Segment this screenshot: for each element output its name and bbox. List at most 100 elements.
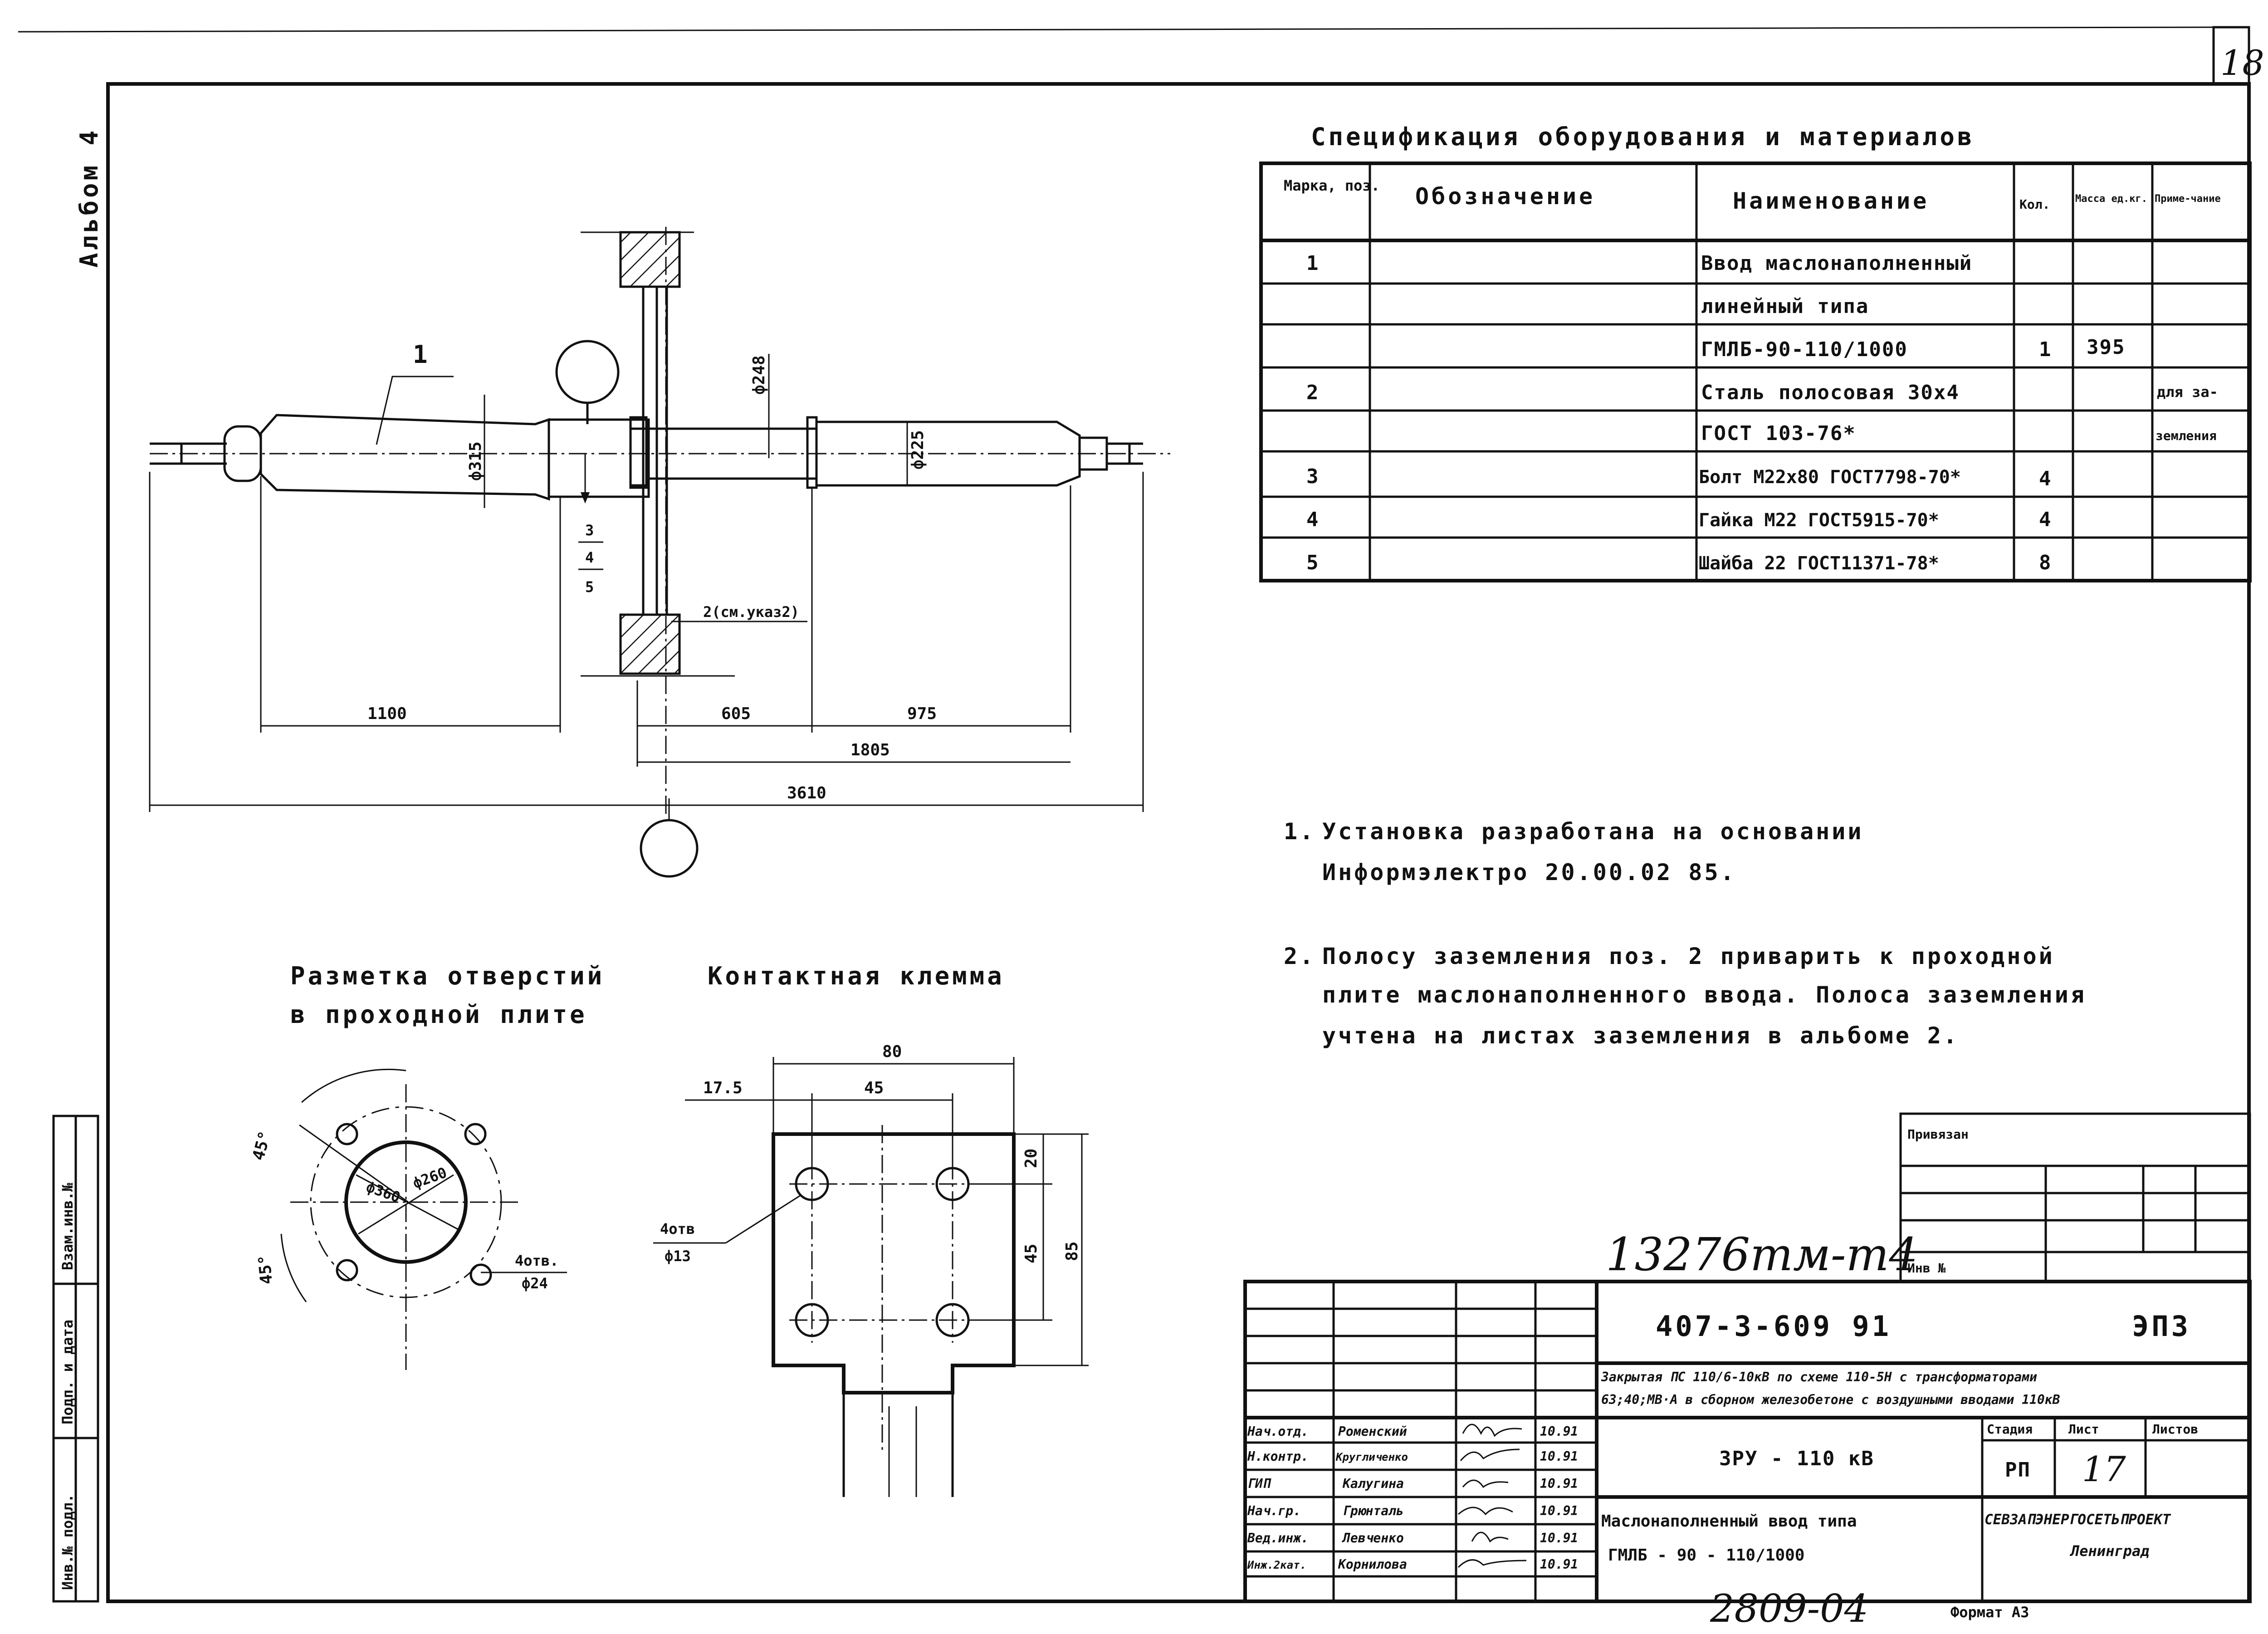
hdr-primechanie: Приме-чание [2155,193,2221,205]
note2-line3: учтена на листах заземления в альбоме 2. [1322,1022,1959,1049]
dim-1100: 1100 [367,704,407,723]
holes-view: Разметка отверстий в проходной плите 45°… [249,962,605,1370]
note1-num: 1. [1284,818,1315,845]
staff-date-1: 10.91 [1540,1424,1578,1439]
notes: 1. Установка разработана на основании Ин… [1284,818,2087,1049]
clamp-title: Контактная клемма [708,962,1005,990]
staff-name-1: Роменский [1338,1424,1407,1439]
row8-qty: 8 [2039,551,2052,574]
clamp-holes-1: 4отв [660,1220,695,1238]
row4-note: для за- [2157,383,2218,401]
signatures [1457,1424,1527,1568]
staff-role-5: Вед.инж. [1247,1531,1309,1546]
dim-d225: ф225 [909,430,927,470]
callout-3: 3 [585,522,594,539]
staff-name-5: Левченко [1342,1531,1404,1546]
sheet-frame: 18 [18,26,2264,1603]
spec-table: Спецификация оборудования и материалов М… [1259,122,2252,582]
row8-name: Шайба 22 ГОСТ11371-78* [1699,553,1939,574]
archive-number: 13276тм-т4 [1606,1228,1918,1281]
staff-name-4: Грюнталь [1343,1503,1404,1518]
row7-pos: 4 [1306,508,1320,531]
dim-d260: ф260 [411,1164,449,1192]
wall-top-block [619,231,681,288]
org-city: Ленинград [2069,1542,2149,1560]
staff-role-2: Н.контр. [1247,1449,1309,1464]
staff-date-4: 10.91 [1540,1503,1578,1518]
staff-date-5: 10.91 [1540,1531,1578,1546]
holes-note-2: ф24 [522,1275,548,1292]
drawing-name-1: Маслонаполненный ввод типа [1601,1512,1857,1531]
format-label: Формат А3 [1950,1604,2029,1621]
side-vzam-inv: Взам.инв.№ [59,1183,76,1270]
hdr-naimenovanie: Наименование [1733,188,1929,214]
dim-d315: ф315 [466,441,485,481]
row6-pos: 3 [1306,465,1320,488]
staff-role-3: ГИП [1247,1476,1271,1491]
privyazan-label: Привязан [1907,1127,1969,1142]
holes-title-2: в проходной плите [290,1000,587,1029]
hdr-marka: Марка, поз. [1284,177,1380,194]
bushing-drawing: 1 2(см.указ2) 3 4 5 ф315 ф248 ф225 1100 … [149,227,1170,878]
spec-title: Спецификация оборудования и материалов [1311,122,1975,151]
row5-name: ГОСТ 103-76* [1701,422,1856,445]
note1-line1: Установка разработана на основании [1322,818,1864,845]
object-name: ЗРУ - 110 кВ [1719,1447,1874,1470]
dim-20: 20 [1022,1149,1041,1168]
sheet-header: Лист [2068,1422,2099,1437]
row3-mass: 395 [2087,336,2125,359]
note2-line2: плите маслонаполненного ввода. Полоса за… [1322,982,2087,1008]
stage-header: Стадия [1987,1422,2033,1437]
inv-no-label: Инв № [1907,1261,1945,1276]
dim-17-5: 17.5 [703,1079,743,1097]
staff-role-1: Нач.отд. [1247,1424,1309,1439]
staff-role-4: Нач.гр. [1247,1503,1301,1518]
clamp-view: Контактная клемма 80 45 17.5 20 45 8 [653,962,1089,1497]
hdr-oboznachenie: Обозначение [1415,183,1595,210]
hdr-massa: Масса ед.кг. [2075,193,2147,205]
row8-pos: 5 [1306,551,1320,574]
note2-line1: Полосу заземления поз. 2 приварить к про… [1322,943,2055,969]
row6-name: Болт М22х80 ГОСТ7798-70* [1699,467,1961,488]
row6-qty: 4 [2039,467,2052,490]
staff-date-3: 10.91 [1540,1476,1578,1491]
callout-2: 2(см.указ2) [703,603,799,621]
bottom-number: 2809-04 [1710,1586,1868,1631]
oil-gauge [555,340,620,404]
dim-80: 80 [882,1042,902,1061]
sheet-code: ЭП3 [2132,1310,2191,1343]
row4-name: Сталь полосовая 30х4 [1701,381,1960,404]
callout-5: 5 [585,578,594,596]
project-line-2: 63;40;МВ·А в сборном железобетоне с возд… [1601,1392,2060,1407]
side-inv-podl: Инв.№ подл. [59,1494,76,1590]
dim-605: 605 [721,704,751,723]
drawing-name-2: ГМЛБ - 90 - 110/1000 [1608,1546,1804,1565]
dim-975: 975 [907,704,937,723]
dim-45-right: 45 [1022,1244,1041,1263]
org-name: СЕВЗАПЭНЕРГОСЕТЬПРОЕКТ [1984,1512,2171,1528]
holes-title-1: Разметка отверстий [290,962,605,990]
album-label: Альбом 4 [75,128,103,268]
row7-name: Гайка М22 ГОСТ5915-70* [1699,510,1939,531]
note2-num: 2. [1284,943,1315,969]
row3-name: ГМЛБ-90-110/1000 [1701,338,1908,361]
stage-value: РП [2005,1458,2031,1482]
row1-name: Ввод маслонаполненный [1701,252,1972,275]
callout-4: 4 [585,549,594,566]
sheet-value: 17 [2082,1449,2126,1489]
row2-name: линейный типа [1701,295,1869,318]
sheets-header: Листов [2152,1422,2198,1437]
dim-45-top: 45 [864,1079,884,1097]
angle-45-top: 45° [249,1129,274,1162]
holes-note-1: 4отв. [515,1252,558,1269]
row1-pos: 1 [1306,252,1320,275]
dim-3610: 3610 [787,784,826,802]
row3-qty: 1 [2039,338,2052,361]
row7-qty: 4 [2039,508,2052,531]
side-podp-data: Подп. и дата [59,1320,76,1424]
page-number: 18 [2220,43,2264,83]
doc-code: 407-3-609 91 [1656,1310,1892,1343]
clamp-holes-2: ф13 [665,1248,691,1265]
staff-name-2: Кругличенко [1335,1451,1408,1463]
